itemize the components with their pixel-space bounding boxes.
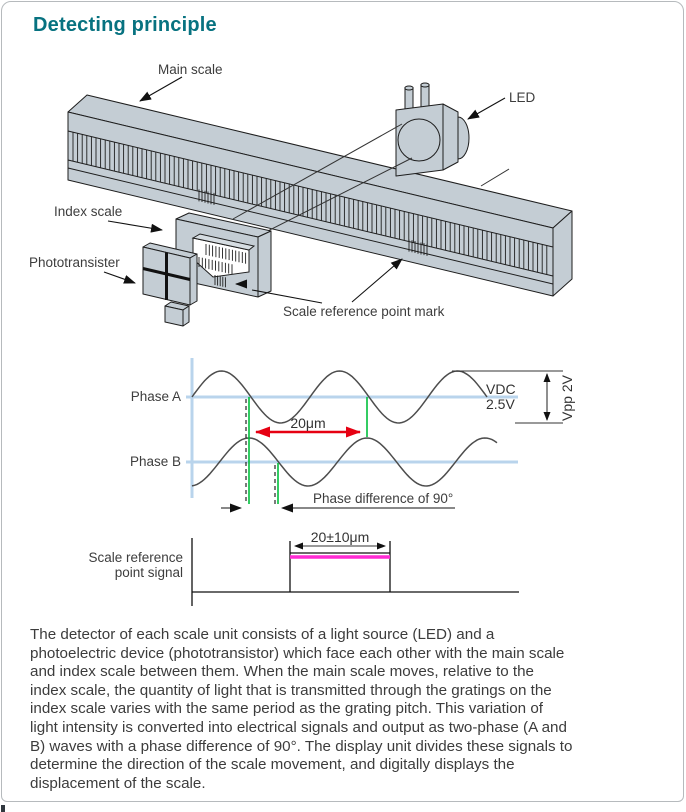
pitch-label: 20μm	[290, 415, 325, 431]
phase-diff-label: Phase difference of 90°	[313, 491, 453, 506]
led-side-lens	[457, 116, 470, 160]
index-scale-label: Index scale	[54, 204, 122, 219]
page-title: Detecting principle	[33, 14, 217, 36]
ref-signal-label-line1: Scale reference	[88, 550, 183, 565]
optical-path-lines	[232, 123, 510, 243]
scale-ref-mark-label: Scale reference point mark	[283, 304, 445, 319]
ref-signal-label-line2: point signal	[115, 565, 183, 580]
pulse-width-label: 20±10μm	[311, 529, 370, 545]
body-paragraph: The detector of each scale unit consists…	[30, 626, 573, 792]
index-scale-gratings	[198, 244, 247, 288]
main-scale-drawing	[67, 94, 573, 297]
index-scale-drawing	[175, 212, 272, 298]
phase-b-label: Phase B	[130, 454, 181, 469]
phase-b-wave	[191, 437, 498, 487]
led-lens	[397, 118, 441, 162]
main-scale-reference-marks	[198, 189, 428, 256]
phase-a-wave	[191, 370, 488, 424]
led-drawing	[395, 82, 470, 177]
page-corner-mark	[1, 805, 5, 812]
phase-a-label: Phase A	[131, 389, 181, 404]
vpp-label: Vpp 2V	[559, 374, 575, 421]
led-label: LED	[509, 90, 536, 105]
phototransistor-label: Phototransister	[29, 255, 120, 270]
reference-signal-diagram	[191, 538, 519, 606]
phase-waveform-diagram	[186, 358, 563, 513]
main-scale-label: Main scale	[158, 62, 223, 77]
phototransistor-drawing	[142, 242, 198, 327]
diagram-leaders	[103, 76, 506, 304]
vdc-value: 2.5V	[486, 396, 515, 412]
detecting-principle-figure: Main scale LED Index scale Phototransist…	[29, 62, 575, 606]
vdc-label: VDC	[486, 381, 516, 397]
